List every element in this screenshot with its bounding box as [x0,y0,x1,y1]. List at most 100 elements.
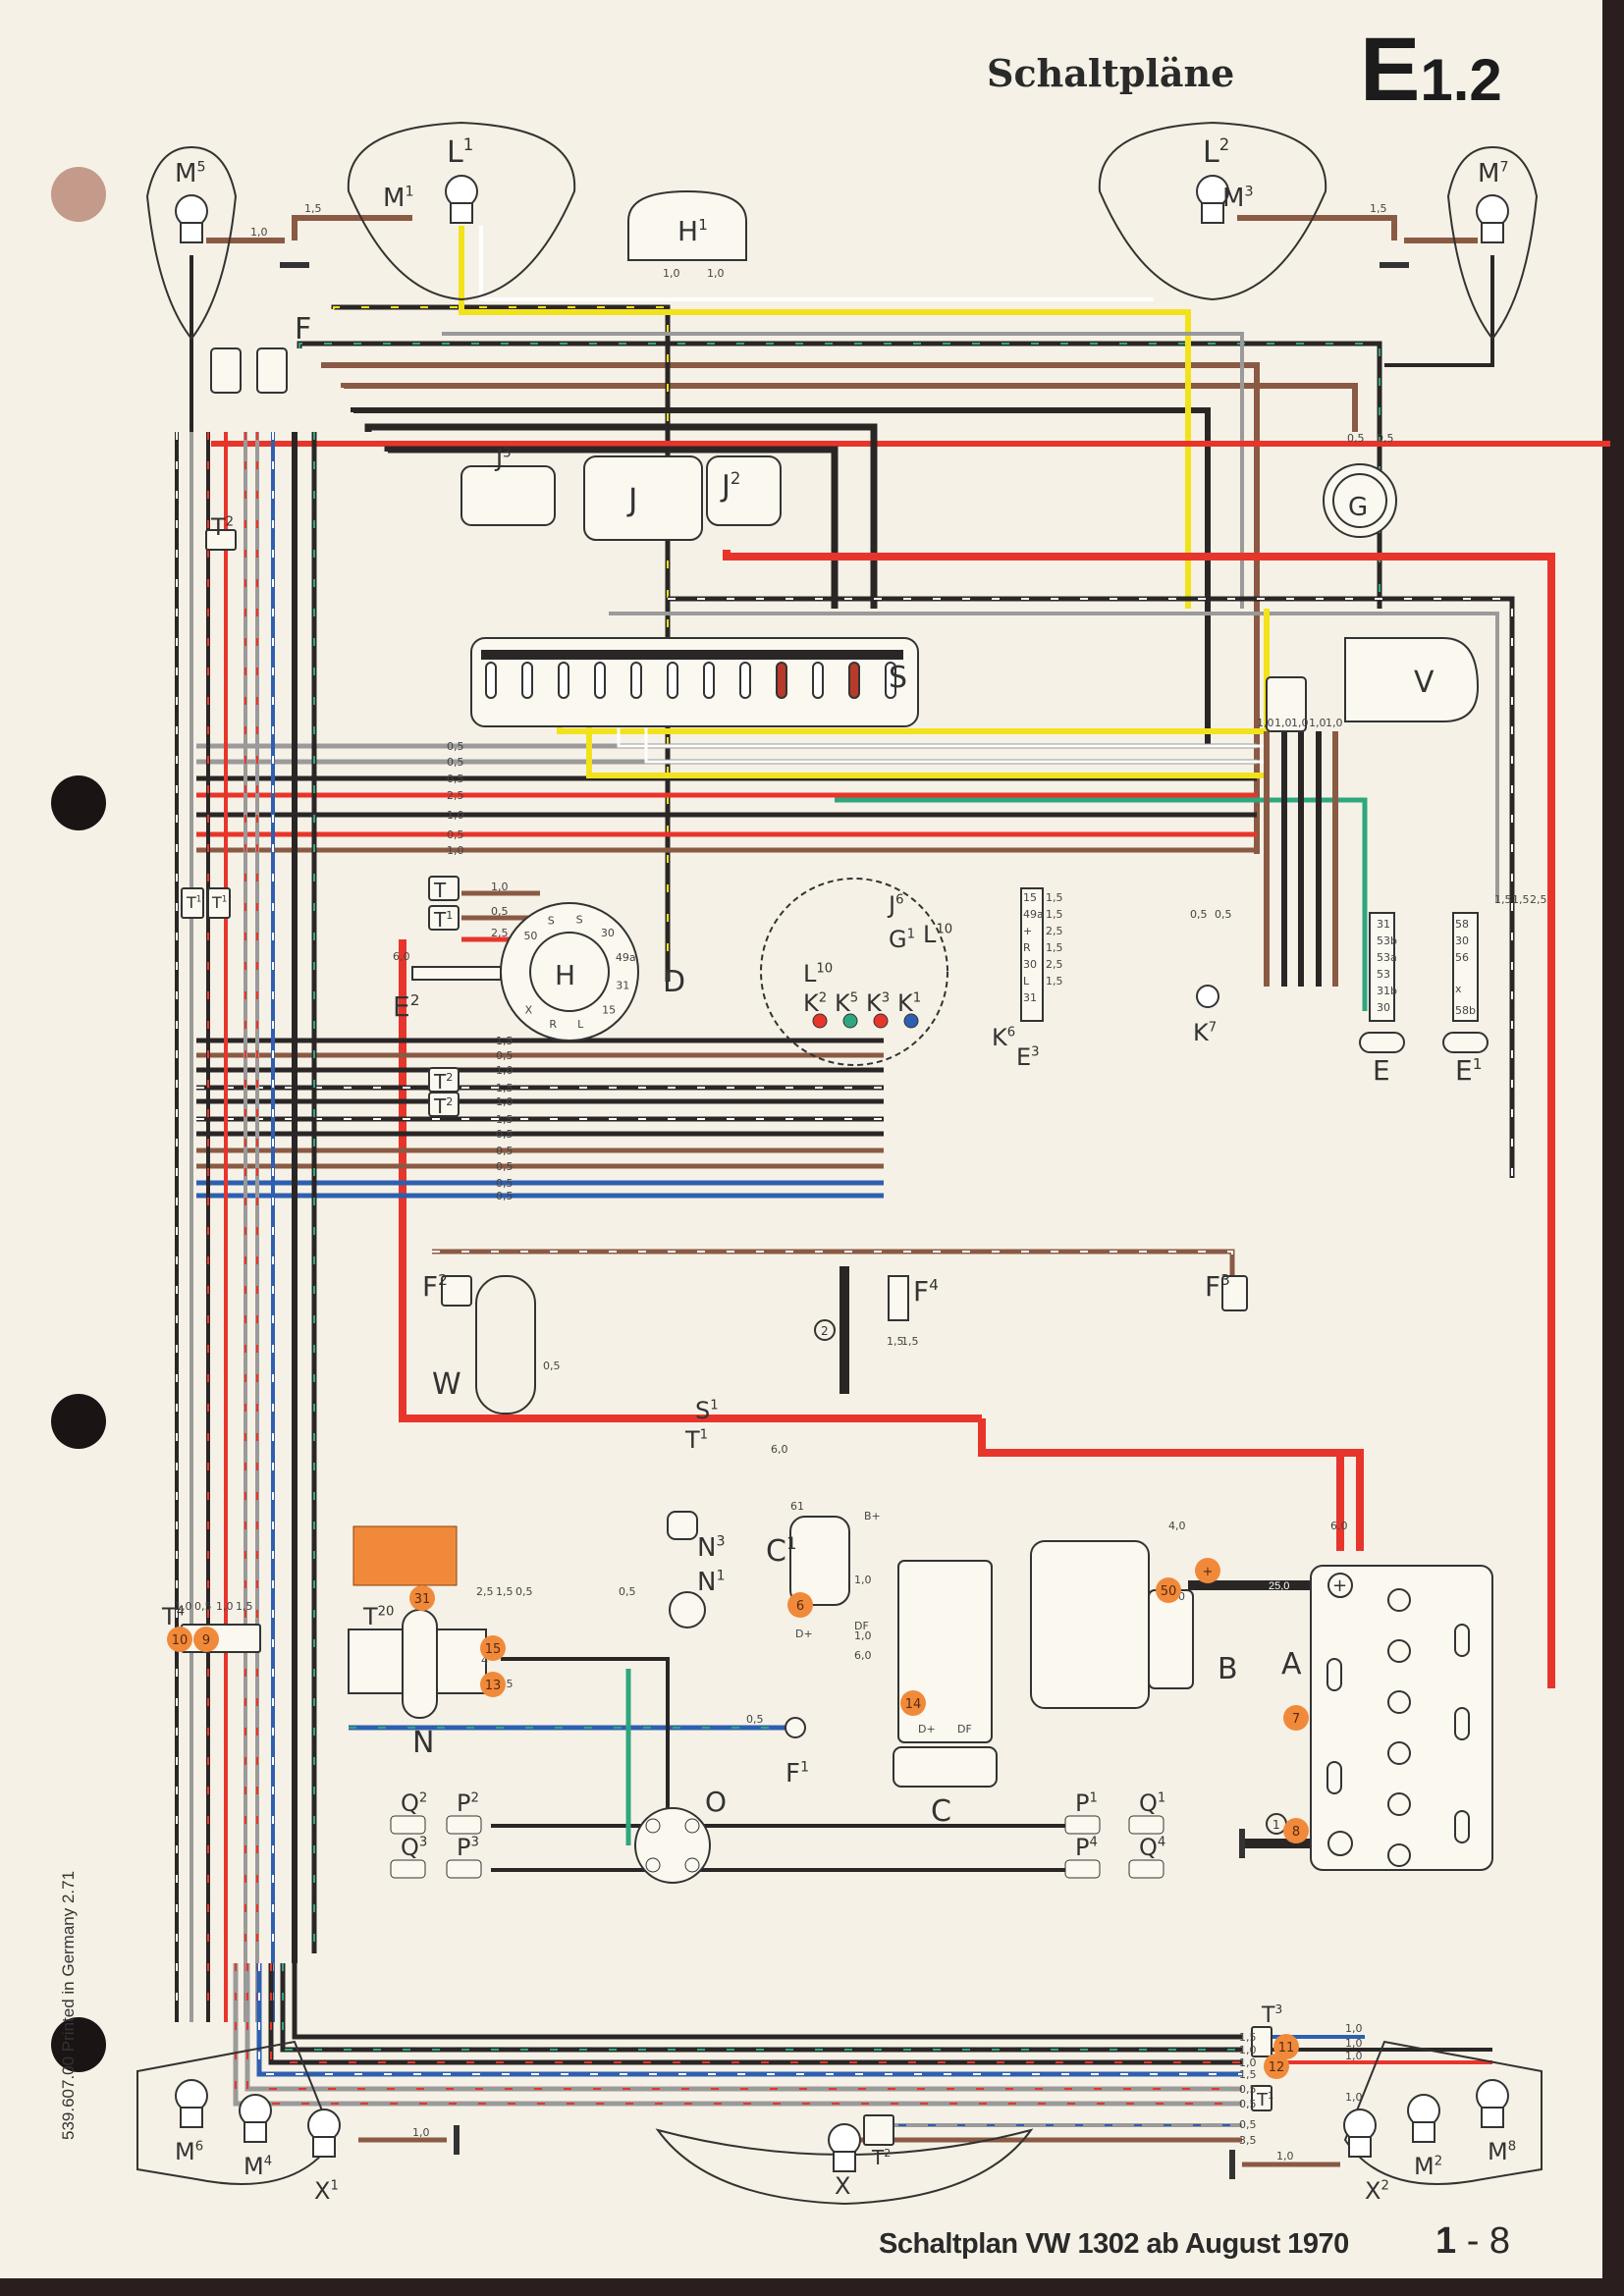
starter-b [1030,1540,1150,1709]
terminal-label: 61 [790,1500,804,1513]
label-superscript: 1 [710,1398,718,1413]
callout-badge: 6 [787,1592,813,1618]
label-superscript: 1 [786,1534,797,1553]
label-superscript: 4 [177,1604,185,1619]
battery-vent [1454,1624,1470,1657]
wire-gauge-label: 1,5 [1046,941,1063,954]
terminal-label: D+ [795,1628,813,1640]
callout-badge: 50 [1156,1577,1181,1603]
wire-gauge-label: 2,5 [1530,893,1547,906]
wire-stripe-red [235,1963,1242,2105]
wire-black [501,1657,670,1816]
door-switch-f3 [1221,1275,1248,1311]
wire-gauge-label: 1,5 [496,1585,514,1598]
plug-q2 [390,1815,426,1835]
wire-gauge-label: 1,0 [1345,2037,1363,2050]
terminal-label: DF [854,1620,869,1632]
label-superscript: 4 [1158,1835,1165,1849]
speedometer-cluster [760,878,948,1066]
wire-black [280,1963,1242,2053]
fuse [594,662,606,699]
label-superscript: 3 [882,990,890,1005]
plug-q3 [390,1859,426,1879]
label-superscript: 2 [410,991,420,1009]
component-label-k5: K5 [835,989,858,1017]
component-label-m1: M1 [383,184,414,213]
wire-gauge-label: 1,0 [496,1095,514,1108]
battery-cell [1387,1792,1411,1816]
binder-hole [51,775,106,830]
tail-light-right [1343,2040,1543,2185]
side-marker-m7 [1446,145,1539,341]
component-label-k1: K1 [897,989,921,1017]
component-label-l10: L10 [803,960,833,988]
battery-vent [1454,1707,1470,1740]
wire-stripe-red [246,1963,1242,2090]
callout-badge: 31 [409,1585,435,1611]
wire-gauge-label: 1,0 [707,267,725,280]
wire-gauge-label: 6,0 [771,1443,788,1456]
section-letter: E [1360,20,1421,120]
warning-lamp [812,1013,828,1029]
component-label-k2: K2 [803,989,827,1017]
wire-gauge-label: 6,0 [393,950,410,963]
fuse [739,662,751,699]
component-label-x2: X2 [1365,2177,1389,2205]
callout-badge-text: 7 [1292,1712,1300,1727]
binder-hole [51,167,106,222]
fuse [667,662,678,699]
binder-hole [51,1394,106,1449]
battery-vent [1326,1761,1342,1794]
wire-gauge-label: 30 [1455,934,1469,947]
battery-cable-gauge: 25,0 [1269,1580,1289,1592]
generator-pulley [893,1746,998,1788]
warning-lamp [842,1013,858,1029]
label-superscript: 1 [405,185,413,200]
label-superscript: 6 [895,892,903,907]
bulb-m5-base [180,222,203,243]
callout-badge: 11 [1273,2034,1299,2059]
wire-gauge-label: 0,5 [515,1585,533,1598]
wire-grey [244,1963,1242,2092]
bulb-l1-base [450,202,473,224]
wire-gauge-label: 1,5 [1239,2068,1257,2081]
label-superscript: 6 [195,2139,203,2154]
plug-q1 [1128,1815,1164,1835]
callout-badge-bg [900,1690,926,1716]
wire-gauge-label: 1,5 [1512,893,1530,906]
battery-cell [1387,1843,1411,1867]
bulb-x-base [833,2151,856,2172]
wire-gauge-label: 0,5 [1239,2098,1257,2110]
terminal-label: R [549,1018,557,1031]
ignition-key-e2 [411,966,502,981]
wire-white [479,226,1154,301]
wire-gauge-label: 1,0 [1239,2056,1257,2069]
wire-gauge-label: 1,0 [447,809,464,822]
component-label-p1: P1 [1075,1789,1098,1817]
label-superscript: 2 [226,514,234,529]
plug-p4 [1064,1859,1101,1879]
label-superscript: 1 [463,135,474,154]
terminal-label: + [1023,925,1032,937]
battery-cell [1387,1741,1411,1765]
wire-gauge-label: 1,5 [496,1035,514,1047]
wire-brown [321,362,1260,854]
callout-badge: 15 [480,1635,506,1661]
label-superscript: 4 [1089,1835,1097,1849]
callout-badge: + [1195,1558,1220,1583]
wire-gauge-label: 1,0 [175,1600,192,1613]
component-label-q3: Q3 [401,1834,427,1861]
fuse [703,662,715,699]
bulb-k7 [1196,985,1219,1008]
wire-gauge-label: 4,0 [1168,1520,1186,1532]
wire-stripe-yellow [333,306,669,982]
component-label-f: F [295,312,311,347]
wire-gauge-label: 1,5 [1239,2031,1257,2044]
label-superscript: 7 [1209,1020,1217,1035]
wire-gauge-label: 1,0 [1239,2044,1257,2056]
component-label-t1: T1 [684,1426,708,1454]
component-label-n: N [412,1726,434,1760]
wire-gauge-label: 53b [1377,934,1397,947]
component-label-w: W [432,1367,461,1402]
terminal-label: DF [957,1723,972,1735]
